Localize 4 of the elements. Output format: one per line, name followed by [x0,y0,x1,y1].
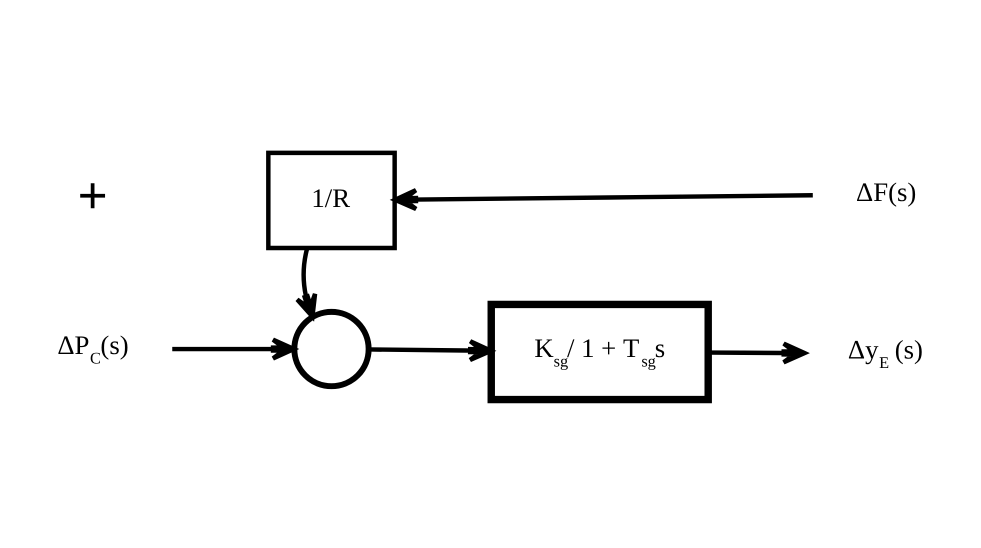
node-text: ΔP$_{C}$(s) [57,330,129,368]
node-text: Δy$_{E}$ (s) [848,334,923,372]
label: + [77,166,108,226]
node-text: ΔF(s) [856,177,916,208]
